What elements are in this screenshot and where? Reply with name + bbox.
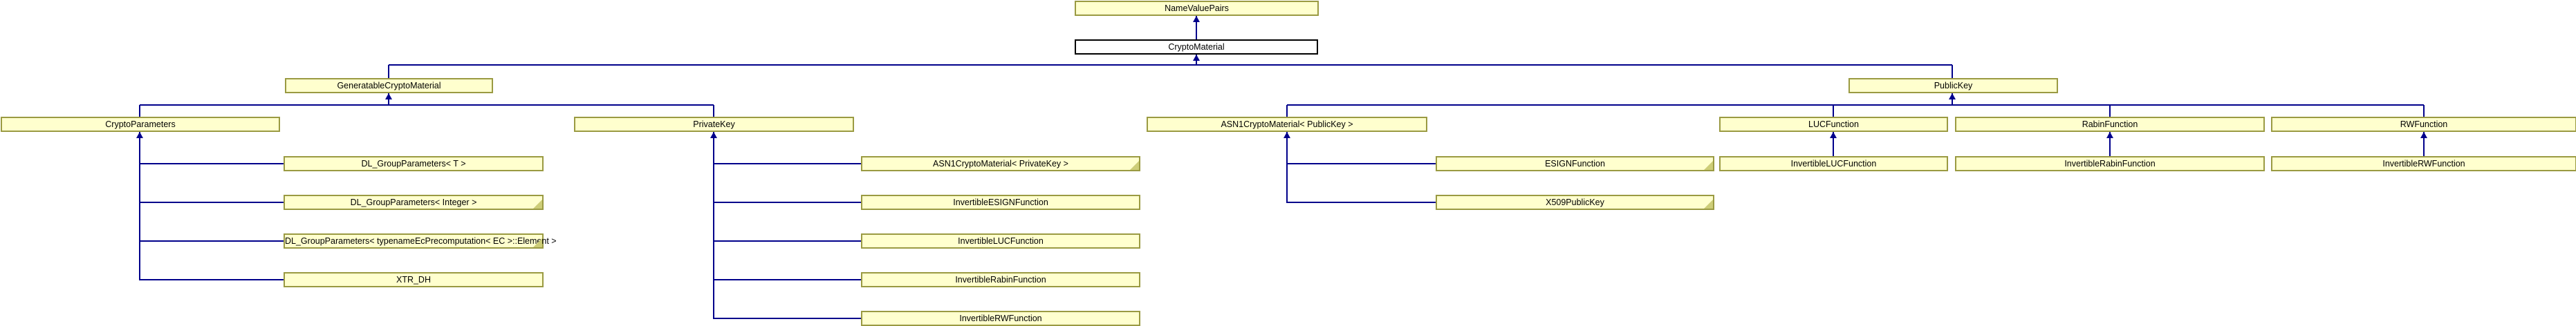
class-node-InvertibleRWFunction-a[interactable]: InvertibleRWFunction xyxy=(861,311,1140,326)
class-node-label: XTR_DH xyxy=(396,275,431,285)
class-node-DL_GroupParameters-EC-Element[interactable]: DL_GroupParameters< typenameEcPrecomputa… xyxy=(284,233,557,249)
inheritance-arrowhead-icon xyxy=(1949,93,1956,99)
class-node-label: InvertibleESIGNFunction xyxy=(953,198,1048,207)
class-node-label: GeneratableCryptoMaterial xyxy=(337,81,441,90)
inheritance-edge-vline xyxy=(1833,105,1834,117)
class-node-PublicKey[interactable]: PublicKey xyxy=(1848,78,2058,93)
class-node-InvertibleLUCFunction-a[interactable]: InvertibleLUCFunction xyxy=(861,233,1140,249)
class-node-label: PublicKey xyxy=(1934,81,1973,90)
class-node-DL_GroupParameters-Integer[interactable]: DL_GroupParameters< Integer > xyxy=(284,195,544,210)
inheritance-edge-hline xyxy=(714,202,861,203)
class-node-label: RabinFunction xyxy=(2082,119,2138,129)
inheritance-edge-hline xyxy=(1287,202,1436,203)
class-node-InvertibleESIGNFunction[interactable]: InvertibleESIGNFunction xyxy=(861,195,1140,210)
class-node-label: InvertibleRWFunction xyxy=(2382,159,2465,169)
inheritance-edge-hline xyxy=(714,240,861,242)
template-fold-icon xyxy=(1704,161,1713,170)
inheritance-edge-hline xyxy=(714,163,861,164)
inheritance-edge-hline xyxy=(140,163,284,164)
inheritance-edge-hline xyxy=(389,64,1952,66)
inheritance-edge-hline xyxy=(140,202,284,203)
template-fold-icon xyxy=(1704,200,1713,209)
class-node-label: DL_GroupParameters< Integer > xyxy=(350,198,477,207)
class-node-ESIGNFunction[interactable]: ESIGNFunction xyxy=(1436,156,1714,171)
class-node-label: InvertibleRWFunction xyxy=(959,314,1042,323)
class-node-label: ESIGNFunction xyxy=(1545,159,1605,169)
class-node-CryptoParameters[interactable]: CryptoParameters xyxy=(1,117,280,132)
class-node-label: InvertibleRabinFunction xyxy=(2064,159,2156,169)
class-node-NameValuePairs[interactable]: NameValuePairs xyxy=(1075,1,1319,16)
inheritance-edge-vline xyxy=(139,132,140,280)
inheritance-edge-vline xyxy=(1286,105,1288,117)
class-node-InvertibleRabinFunction-a[interactable]: InvertibleRabinFunction xyxy=(861,272,1140,287)
inheritance-edge-vline xyxy=(1286,132,1288,203)
inheritance-edge-hline xyxy=(714,279,861,280)
inheritance-arrowhead-icon xyxy=(2420,132,2427,138)
inheritance-arrowhead-icon xyxy=(136,132,143,138)
class-node-label: NameValuePairs xyxy=(1165,3,1229,13)
class-node-X509PublicKey[interactable]: X509PublicKey xyxy=(1436,195,1714,210)
class-node-InvertibleRWFunction-b[interactable]: InvertibleRWFunction xyxy=(2271,156,2576,171)
class-node-CryptoMaterial[interactable]: CryptoMaterial xyxy=(1075,39,1318,55)
class-node-DL_GroupParameters-T[interactable]: DL_GroupParameters< T > xyxy=(284,156,544,171)
class-node-label: CryptoMaterial xyxy=(1168,42,1225,52)
class-node-label: RWFunction xyxy=(2400,119,2448,129)
class-node-XTR_DH[interactable]: XTR_DH xyxy=(284,272,544,287)
template-fold-icon xyxy=(533,200,542,209)
class-node-GeneratableCryptoMaterial[interactable]: GeneratableCryptoMaterial xyxy=(285,78,493,93)
inheritance-edge-vline xyxy=(713,105,714,117)
class-node-ASN1CryptoMaterial-PrivateKey[interactable]: ASN1CryptoMaterial< PrivateKey > xyxy=(861,156,1140,171)
class-node-label: X509PublicKey xyxy=(1546,198,1604,207)
class-node-PrivateKey[interactable]: PrivateKey xyxy=(574,117,854,132)
inheritance-edge-vline xyxy=(2109,105,2111,117)
class-node-label: CryptoParameters xyxy=(105,119,176,129)
inheritance-arrowhead-icon xyxy=(1193,16,1200,22)
class-node-label: InvertibleLUCFunction xyxy=(1790,159,1877,169)
class-node-label: ASN1CryptoMaterial< PublicKey > xyxy=(1221,119,1353,129)
inheritance-arrowhead-icon xyxy=(385,93,392,99)
class-node-label: DL_GroupParameters< T > xyxy=(361,159,466,169)
inheritance-edge-hline xyxy=(140,104,714,106)
class-node-InvertibleRabinFunction-b[interactable]: InvertibleRabinFunction xyxy=(1955,156,2265,171)
inheritance-edge-vline xyxy=(1833,132,1834,156)
class-node-label: DL_GroupParameters< typenameEcPrecomputa… xyxy=(285,236,557,246)
template-fold-icon xyxy=(1130,161,1139,170)
class-node-LUCFunction[interactable]: LUCFunction xyxy=(1719,117,1948,132)
class-node-RWFunction[interactable]: RWFunction xyxy=(2271,117,2576,132)
template-fold-icon xyxy=(533,238,542,247)
inheritance-edge-vline xyxy=(713,132,714,319)
inheritance-edge-hline xyxy=(1287,163,1436,164)
inheritance-edge-vline xyxy=(2423,132,2425,156)
class-node-InvertibleLUCFunction-b[interactable]: InvertibleLUCFunction xyxy=(1719,156,1948,171)
class-node-label: InvertibleRabinFunction xyxy=(955,275,1046,285)
class-node-label: ASN1CryptoMaterial< PrivateKey > xyxy=(933,159,1068,169)
class-node-RabinFunction[interactable]: RabinFunction xyxy=(1955,117,2265,132)
inheritance-edge-vline xyxy=(139,105,140,117)
inheritance-edge-hline xyxy=(140,279,284,280)
inheritance-arrowhead-icon xyxy=(1830,132,1837,138)
class-node-label: PrivateKey xyxy=(693,119,735,129)
inheritance-arrowhead-icon xyxy=(1284,132,1290,138)
inheritance-edge-hline xyxy=(140,240,284,242)
inheritance-edge-hline xyxy=(714,318,861,319)
inheritance-arrowhead-icon xyxy=(1193,55,1200,61)
inheritance-edge-hline xyxy=(1287,104,2424,106)
inheritance-edge-vline xyxy=(388,65,389,78)
inheritance-arrowhead-icon xyxy=(2106,132,2113,138)
inheritance-arrowhead-icon xyxy=(710,132,717,138)
class-node-ASN1CryptoMaterial-PublicKey[interactable]: ASN1CryptoMaterial< PublicKey > xyxy=(1147,117,1427,132)
inheritance-edge-vline xyxy=(2423,105,2425,117)
inheritance-edge-vline xyxy=(2109,132,2111,156)
class-node-label: InvertibleLUCFunction xyxy=(958,236,1044,246)
inheritance-edge-vline xyxy=(1196,16,1197,39)
class-node-label: LUCFunction xyxy=(1808,119,1859,129)
inheritance-edge-vline xyxy=(1952,65,1953,78)
